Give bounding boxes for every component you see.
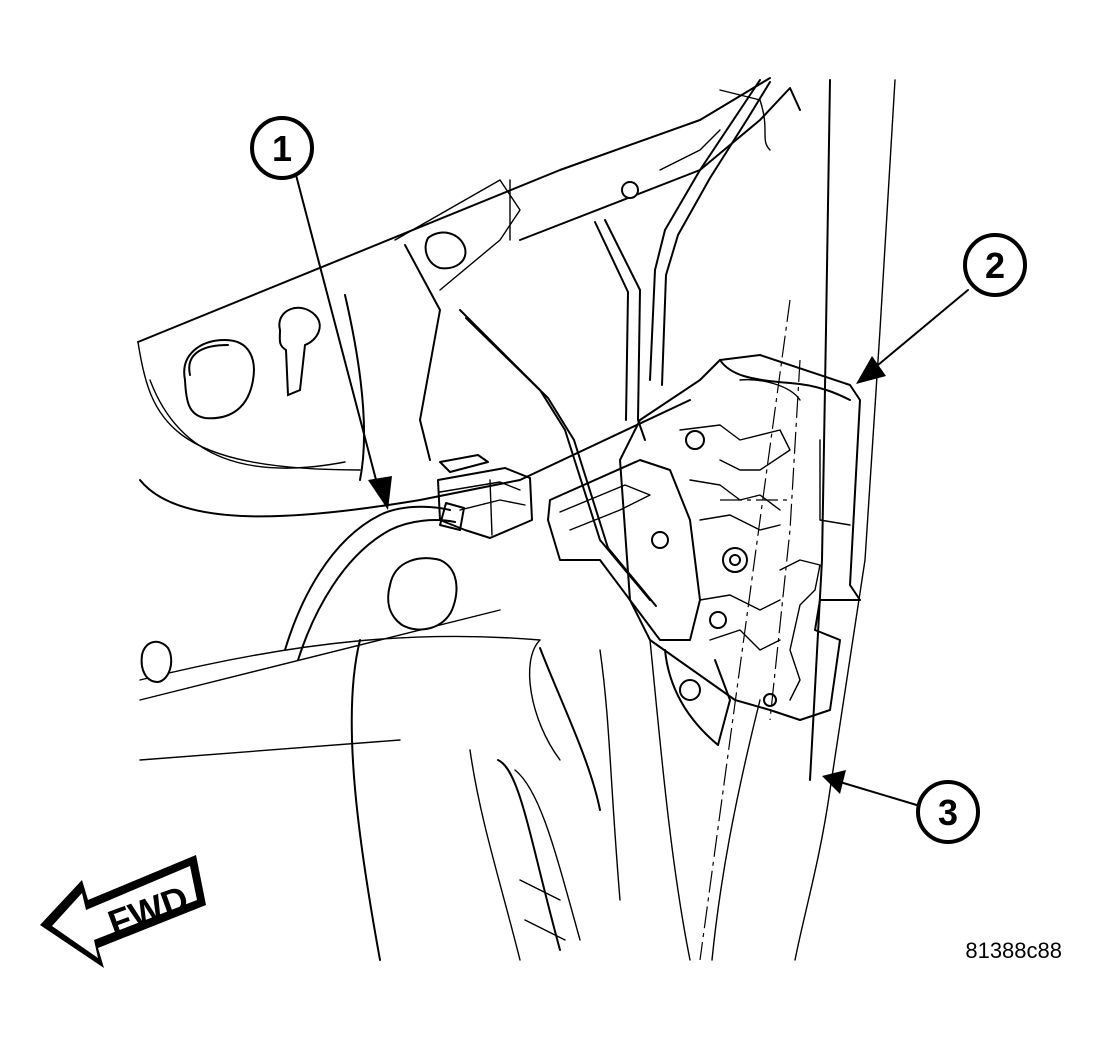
callout-3: 3	[916, 780, 980, 844]
electrical-connector	[437, 454, 533, 539]
fwd-direction-indicator: FWD	[40, 855, 206, 968]
door-latch-assembly	[619, 354, 861, 746]
door-inner-panel	[137, 77, 801, 961]
latch-linkage-rods	[459, 79, 771, 607]
lever-bracket	[547, 459, 701, 641]
callout-2: 2	[963, 233, 1027, 297]
wire-harness	[284, 502, 465, 661]
callout-2-label: 2	[985, 245, 1005, 286]
door-jamb	[699, 79, 896, 961]
callout-3-label: 3	[938, 792, 958, 833]
left-arrow-icon	[40, 855, 206, 968]
panel-openings	[140, 181, 639, 684]
leader-arrows	[295, 174, 969, 807]
figure-id: 81388c88	[965, 938, 1062, 963]
callout-1: 1	[250, 116, 314, 180]
callout-1-label: 1	[272, 128, 292, 169]
